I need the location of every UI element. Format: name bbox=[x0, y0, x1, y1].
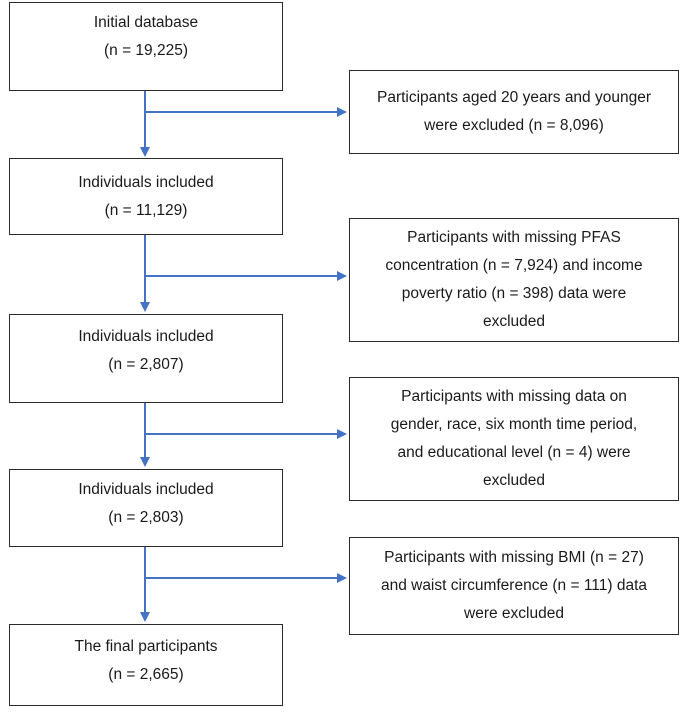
box-initial-database: Initial database (n = 19,225) bbox=[9, 2, 283, 91]
exclusion-line: excluded bbox=[482, 472, 546, 489]
exclusion-line: Participants with missing data on bbox=[401, 388, 627, 405]
exclusion-line: and educational level (n = 4) were bbox=[397, 444, 631, 461]
box-final-participants: The final participants (n = 2,665) bbox=[9, 624, 283, 706]
exclusion-box-2: Participants with missing PFAS concentra… bbox=[349, 218, 679, 342]
box-title: Individuals included bbox=[78, 481, 214, 498]
box-title: The final participants bbox=[74, 638, 218, 655]
exclusion-line: Participants aged 20 years and younger bbox=[376, 89, 651, 106]
box-count: (n = 2,803) bbox=[108, 509, 184, 526]
box-count: (n = 11,129) bbox=[104, 202, 188, 219]
exclusion-line: excluded bbox=[482, 313, 546, 330]
exclusion-box-4: Participants with missing BMI (n = 27) a… bbox=[349, 537, 679, 635]
exclusion-line: and waist circumference (n = 111) data bbox=[380, 577, 648, 594]
exclusion-box-1: Participants aged 20 years and younger w… bbox=[349, 70, 679, 154]
box-title: Initial database bbox=[93, 14, 199, 31]
box-title: Individuals included bbox=[78, 174, 214, 191]
exclusion-line: concentration (n = 7,924) and income bbox=[385, 257, 643, 274]
box-individuals-included-3: Individuals included (n = 2,803) bbox=[9, 469, 283, 547]
exclusion-box-3: Participants with missing data on gender… bbox=[349, 377, 679, 501]
exclusion-line: Participants with missing PFAS bbox=[407, 229, 621, 246]
exclusion-line: poverty ratio (n = 398) data were bbox=[401, 285, 627, 302]
exclusion-line: were excluded bbox=[464, 605, 564, 622]
exclusion-line: gender, race, six month time period, bbox=[390, 416, 638, 433]
box-individuals-included-2: Individuals included (n = 2,807) bbox=[9, 314, 283, 403]
box-count: (n = 19,225) bbox=[103, 42, 189, 59]
box-title: Individuals included bbox=[78, 328, 214, 345]
exclusion-line: were excluded (n = 8,096) bbox=[424, 117, 604, 134]
exclusion-line: Participants with missing BMI (n = 27) bbox=[384, 549, 644, 566]
box-individuals-included-1: Individuals included (n = 11,129) bbox=[9, 158, 283, 235]
box-count: (n = 2,665) bbox=[108, 666, 184, 683]
box-count: (n = 2,807) bbox=[108, 356, 184, 373]
